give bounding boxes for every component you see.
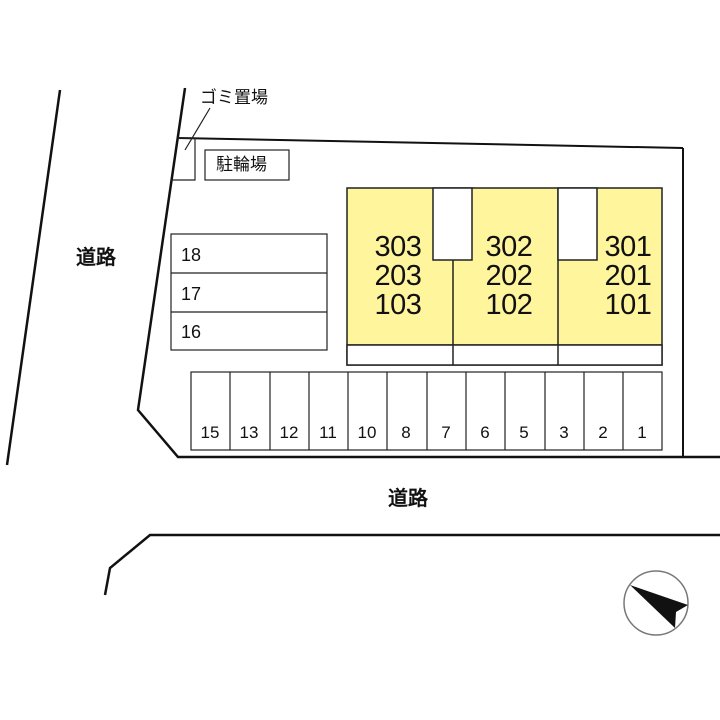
unit-101: 101	[604, 289, 652, 321]
stairwell-1	[432, 187, 473, 261]
stairwell-2	[557, 187, 598, 261]
parking-space-7: 7	[441, 423, 451, 442]
parking-space-5: 5	[519, 423, 529, 442]
parking-space-10: 10	[357, 423, 377, 442]
parking-space-16: 16	[181, 322, 202, 342]
unit-303: 303	[374, 231, 422, 263]
unit-302: 302	[485, 231, 533, 263]
parking-space-2: 2	[598, 423, 608, 442]
unit-block-2: 302 202 102	[475, 233, 543, 320]
unit-103: 103	[374, 289, 422, 321]
bottom-road-edge	[103, 533, 720, 596]
garbage-leader-line	[184, 107, 211, 151]
parking-space-17: 17	[181, 284, 202, 304]
parking-space-18: 18	[181, 245, 202, 265]
road-label-south: 道路	[388, 486, 428, 510]
garbage-area	[171, 137, 196, 181]
apartment-building	[346, 187, 663, 366]
parking-space-8: 8	[401, 423, 411, 442]
unit-102: 102	[485, 289, 533, 321]
bicycle-parking-label: 駐輪場	[216, 155, 267, 175]
unit-block-1: 301 201 101	[598, 233, 658, 320]
parking-left-block	[170, 233, 328, 351]
balcony-strip	[346, 344, 663, 366]
unit-block-3: 303 203 103	[364, 233, 432, 320]
parking-space-3: 3	[559, 423, 569, 442]
property-boundary-west-south	[136, 87, 720, 459]
bicycle-parking-area	[204, 149, 290, 181]
parking-space-11: 11	[319, 423, 337, 442]
north-arrow-icon	[623, 570, 689, 636]
left-road-edge	[5, 89, 62, 466]
parking-space-12: 12	[279, 423, 299, 442]
parking-space-1: 1	[637, 423, 647, 442]
road-label-west: 道路	[76, 245, 116, 269]
unit-203: 203	[374, 260, 422, 292]
parking-space-13: 13	[239, 423, 259, 442]
parking-space-15: 15	[200, 423, 220, 442]
unit-301: 301	[604, 231, 652, 263]
unit-202: 202	[485, 260, 533, 292]
parking-space-6: 6	[480, 423, 490, 442]
property-boundary-north	[177, 137, 684, 149]
garbage-area-label: ゴミ置場	[200, 88, 268, 108]
unit-201: 201	[604, 260, 652, 292]
